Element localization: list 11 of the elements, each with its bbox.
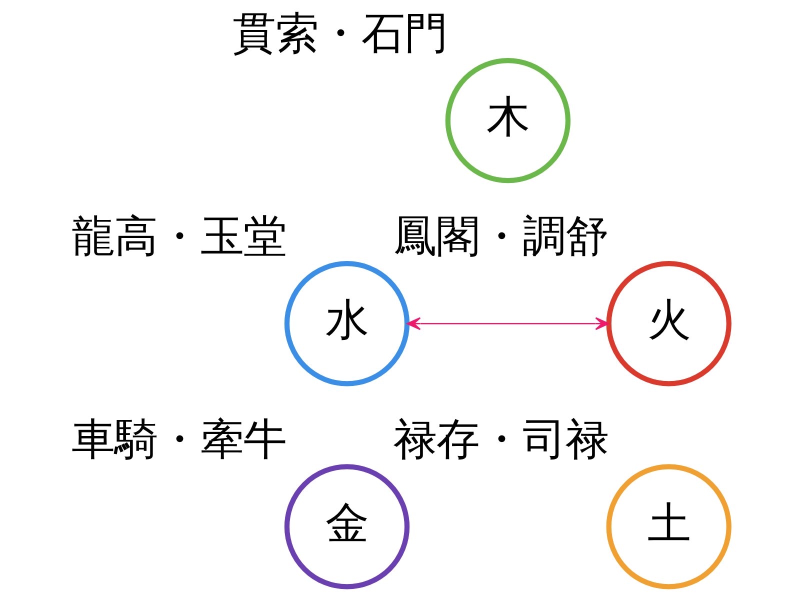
node-label: 龍高・玉堂 (72, 212, 287, 262)
node-label: 鳳閣・調舒 (393, 212, 608, 262)
node-label: 貫索・石門 (232, 9, 448, 59)
node-circle: 土 (606, 464, 732, 590)
arrow (406, 317, 610, 330)
node-circle: 水 (284, 261, 410, 386)
node-circle: 木 (445, 58, 571, 184)
node-label: 禄存・司禄 (393, 415, 608, 466)
node-circle: 金 (284, 464, 410, 590)
node-circle: 火 (606, 261, 732, 386)
node-label: 車騎・牽牛 (72, 415, 287, 466)
